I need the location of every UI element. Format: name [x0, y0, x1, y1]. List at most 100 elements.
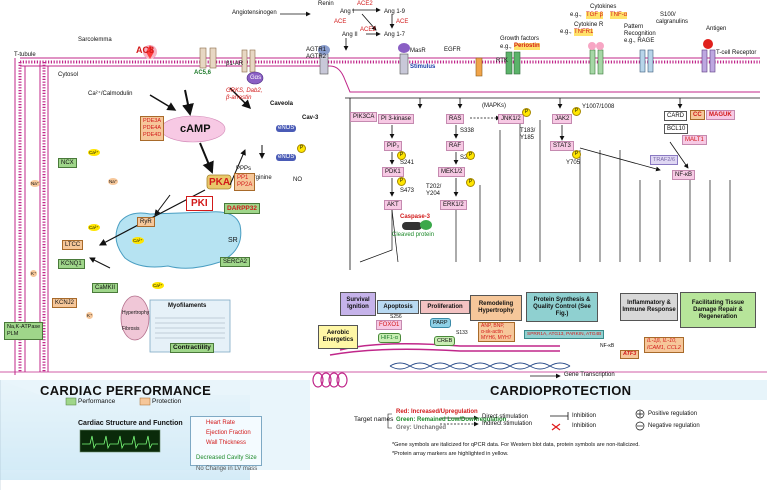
ppps-label: PPPs	[236, 166, 252, 172]
recognition-label: Recognition	[624, 31, 656, 37]
agtr2-label: AGTR2	[306, 54, 327, 60]
periostin-label: Periostin	[514, 43, 540, 50]
mek12-box: MEK1/2	[438, 167, 466, 177]
ace2-label-top: ACE2	[357, 1, 373, 7]
barrestin-label: β-arrestin	[226, 95, 252, 101]
k-ion-2: K⁺	[86, 312, 94, 319]
target-names-label: Target names	[354, 416, 394, 423]
pp-box: PP1 PP2A	[234, 173, 256, 191]
cavity-size-label: Decreased Cavity Size	[196, 455, 257, 461]
no-label: NO	[293, 177, 302, 183]
inflam-genes-1: IL-1β, IL-10,	[647, 338, 677, 344]
mapks-label: (MAPKs)	[482, 103, 506, 109]
hif1a-box: HIF1-α	[378, 333, 401, 343]
pi3k-box: PI 3-kinase	[378, 114, 415, 124]
erk12-box: ERK1/2	[440, 200, 467, 210]
atf3-box: ATF3	[620, 350, 640, 359]
phosphate-pip3: P	[397, 151, 406, 160]
eg-label-2: e.g.,	[570, 12, 582, 18]
remodeling-hypertrophy-box: Remodeling Hypertrophy	[470, 295, 522, 321]
y1007-label: Y1007/1008	[582, 104, 615, 110]
s241-label: S241	[400, 160, 415, 166]
inflam-genes-2: ICAM1, CCL2	[647, 345, 681, 351]
ac56-label: AC5,6	[194, 70, 212, 76]
proliferation-box: Proliferation	[420, 300, 470, 314]
note-protein-array: *Protein array markers are highlighted i…	[392, 451, 509, 457]
ang1-label: Ang I	[340, 9, 355, 15]
ace-label-2: ACE	[396, 19, 409, 25]
traf26-box: TRAF2/6	[650, 155, 679, 165]
bcl10-box: BCL10	[664, 124, 689, 134]
antigen-label: Antigen	[706, 26, 727, 32]
s473-label: S473	[400, 188, 415, 194]
inflammatory-genes-box: IL-1β, IL-10, ICAM1, CCL2	[644, 337, 684, 353]
ca-ion-1: Ca²⁺	[88, 149, 100, 156]
pde4d-label: PDE4D	[143, 132, 162, 138]
legend-direct: Direct stimulation	[482, 414, 529, 420]
legend-inhibition-x: Inhibition	[572, 423, 597, 429]
pp1-label: PP1	[237, 175, 249, 181]
maguk-box: MAGUK	[706, 110, 735, 120]
na-ion-1: Na⁺	[108, 178, 119, 185]
cc-box: CC	[690, 110, 705, 120]
malt1-box: MALT1	[682, 135, 707, 145]
aerobic-energetics-box: Aerobic Energetics	[318, 325, 358, 349]
cytokine-r-label: Cytokine R	[574, 22, 604, 28]
cytokines-label: Cytokines	[590, 4, 617, 10]
eg-label-3: e.g.,	[560, 29, 572, 35]
remod-gene-3: MYH6, MYH7	[481, 335, 512, 341]
jnk12-box: JNK1/2	[498, 114, 524, 124]
ace2-label-mid: ACE2	[360, 27, 376, 33]
remod-gene-2: α-sk-actin	[481, 329, 503, 335]
kcnq1-box: KCNQ1	[58, 259, 85, 269]
ca-ion-3: Ca²⁺	[132, 237, 144, 244]
ras-box: RAS	[446, 114, 465, 124]
ang19-label: Ang 1-9	[384, 9, 406, 15]
k-ion-1: K⁺	[30, 270, 38, 277]
s338-label: S338	[460, 128, 475, 134]
ca-ion-4: Ca²⁺	[152, 282, 164, 289]
legend-performance-label: Performance	[78, 398, 116, 405]
ac8-label: AC8	[136, 45, 155, 55]
akt-box: AKT	[384, 200, 402, 210]
myofilaments-label: Myofilaments	[168, 303, 207, 309]
pik3ca-box: PIK3CA	[350, 112, 378, 122]
legend-green: Green: Remained Low/Downregulation	[396, 417, 507, 423]
raf-box: RAF	[446, 141, 464, 151]
contractility-box: Contractility	[170, 343, 214, 353]
apoptosis-box: Apoptosis	[377, 300, 419, 314]
remod-gene-1: ANP, BNP,	[481, 323, 505, 329]
pdk1-box: PDK1	[382, 167, 404, 177]
foxo1-box: FOXO1	[376, 320, 403, 330]
ca-ion-2: Ca²⁺	[88, 224, 100, 231]
cardioprotection-title: CARDIOPROTECTION	[490, 383, 632, 398]
parp-box: PARP	[430, 318, 451, 328]
fibrosis-label: Fibrosis	[122, 326, 140, 332]
structure-function-box	[190, 416, 262, 466]
s133-label: S133	[456, 330, 468, 336]
ryr-box: RyR	[137, 217, 155, 227]
tgfb-label: TGF β	[586, 12, 604, 19]
eg-label-1: e.g.,	[500, 44, 512, 50]
wall-thickness-label: Wall Thickness	[206, 440, 247, 446]
ttubule-label: T-tubule	[14, 52, 36, 58]
s100-label: S100/	[660, 12, 676, 18]
lv-mass-label: No Change in LV mass	[196, 466, 258, 472]
phosphate-jak2: P	[572, 107, 581, 116]
cytosol-label: Cytosol	[58, 72, 79, 78]
masr-label: MasR	[410, 48, 426, 54]
nfkb-dna-label: NF-κB	[600, 343, 615, 349]
phosphate-raf: P	[466, 151, 475, 160]
facilitating-repair-box: Facilitating Tissue Damage Repair & Rege…	[680, 292, 756, 328]
phosphate-jnk: P	[522, 108, 531, 117]
t202-label: T202/	[426, 184, 442, 190]
stat3-box: STAT3	[550, 141, 574, 151]
ejection-fraction-label: Ejection Fraction	[206, 430, 251, 436]
protein-synthesis-box: Protein Synthesis & Quality Control (See…	[526, 292, 598, 322]
y204-label: Y204	[426, 191, 441, 197]
inflammatory-box: Inflammatory & Immune Response	[620, 293, 678, 321]
pka-label: PKA	[209, 177, 231, 188]
nak-atpase-box: Na,K-ATPase PLM	[4, 322, 44, 340]
calmodulin-label: Ca²⁺/Calmodulin	[88, 91, 133, 97]
pip3-box: PIP₃	[384, 141, 403, 151]
